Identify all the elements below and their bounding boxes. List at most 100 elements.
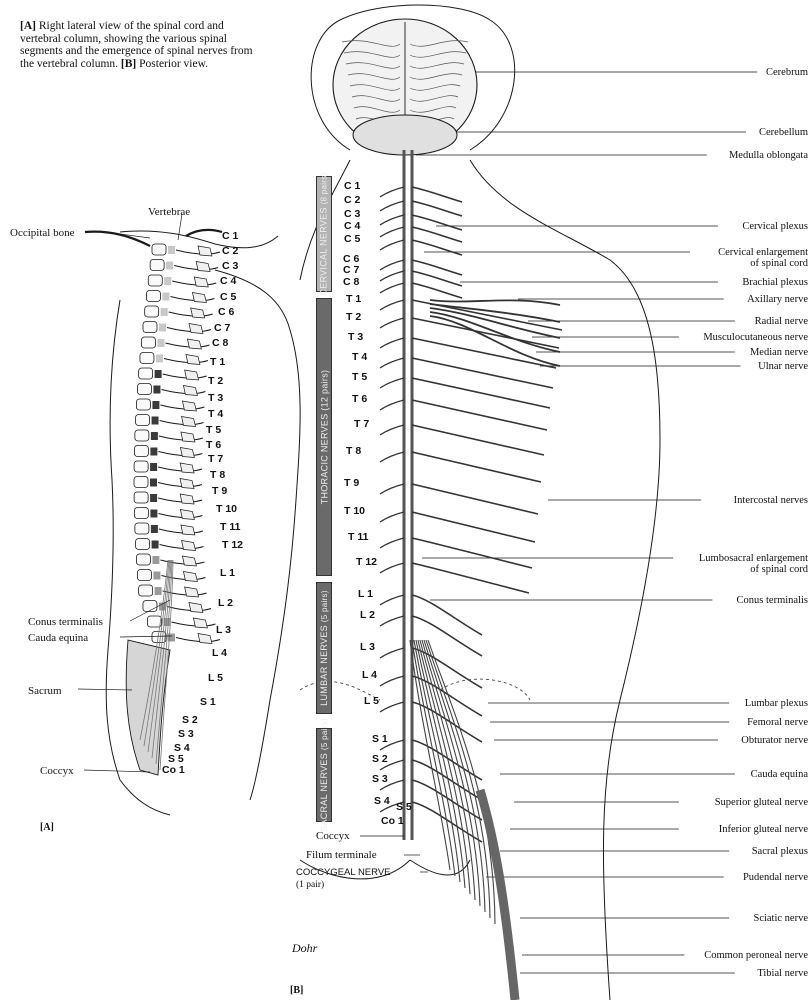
spinal-nerve (169, 312, 213, 316)
spinal-nerve (412, 187, 462, 202)
spinal-nerve (160, 405, 204, 409)
spinal-nerve (167, 328, 211, 332)
spinal-nerve (380, 538, 404, 548)
vertebra-body (134, 477, 148, 488)
vertebra-body (134, 492, 148, 503)
panel-a-seg-label: C 1 (222, 231, 238, 242)
cord-segment (162, 293, 169, 301)
spinal-nerve (380, 215, 404, 225)
panel-b-seg-label: T 11 (348, 532, 368, 543)
panel-b-seg-label: Co 1 (381, 816, 404, 827)
panel-b-seg-label: T 7 (354, 419, 369, 430)
figure-caption: [A] Right lateral view of the spinal cor… (20, 20, 260, 70)
spinal-nerve (380, 187, 404, 197)
cauda-equina-fiber (428, 640, 495, 924)
panel-b-seg-label: S 1 (372, 734, 388, 745)
vertebra-body (135, 430, 149, 441)
spinal-nerve (380, 358, 404, 368)
label-conus-terminalis-a: Conus terminalis (28, 616, 103, 628)
band-lumbar: LUMBAR NERVES (5 pairs) (316, 582, 332, 714)
spinal-nerve (380, 201, 404, 211)
spinal-nerve (380, 271, 404, 281)
panel-a-seg-label: C 4 (220, 276, 236, 287)
cord-segment (152, 401, 159, 409)
caption-b-text: Posterior view. (139, 58, 208, 70)
vertebra-body (136, 415, 150, 426)
label-cervical-plexus: Cervical plexus (742, 221, 808, 232)
panel-b-seg-label: T 9 (344, 478, 359, 489)
spinal-nerve (412, 452, 541, 482)
spinal-nerve (412, 538, 532, 568)
label-median: Median nerve (750, 347, 808, 358)
spinal-nerve (158, 498, 202, 502)
cerebellum-shape (353, 115, 457, 155)
spinous-process (183, 572, 197, 582)
label-cauda-equina: Cauda equina (751, 769, 808, 780)
vertebra-body (134, 461, 148, 472)
label-sacrum: Sacrum (28, 685, 62, 697)
label-superior-gluteal: Superior gluteal nerve (715, 797, 808, 808)
spinal-nerve (380, 452, 404, 462)
label-sacral-plexus: Sacral plexus (752, 846, 808, 857)
vertebra-body (135, 523, 149, 534)
spinal-nerve (412, 702, 482, 742)
sacrum-shape (126, 640, 170, 775)
panel-a-seg-label: C 7 (214, 323, 230, 334)
cord-segment (150, 494, 157, 502)
panel-a-seg-label: L 5 (208, 673, 223, 684)
spinal-nerve (412, 595, 482, 635)
vertebra-body (143, 322, 157, 333)
spinal-nerve (380, 260, 404, 270)
spinous-process (182, 541, 196, 551)
band-thoracic-text: THORACIC NERVES (12 pairs) (319, 370, 329, 505)
spinal-nerve (167, 607, 211, 611)
spinal-nerve (176, 250, 220, 254)
spinous-process (186, 355, 200, 365)
cord-segment (156, 355, 163, 363)
cord-segment (155, 370, 162, 378)
spinal-nerve (158, 514, 202, 518)
panel-b-seg-label: T 5 (352, 372, 367, 383)
panel-a-seg-label: S 3 (178, 729, 194, 740)
spinous-process (185, 587, 199, 597)
label-radial: Radial nerve (755, 316, 808, 327)
label-lumbar-plexus: Lumbar plexus (745, 698, 808, 709)
spinal-nerve (380, 595, 404, 605)
panel-b-seg-label: S 3 (372, 774, 388, 785)
spinal-nerve (412, 563, 529, 593)
band-sacral: SACRAL NERVES (5 pairs) (316, 728, 332, 822)
panel-a-seg-label: T 5 (206, 425, 221, 436)
panel-b-seg-label: T 8 (346, 446, 361, 457)
panel-a-seg-label: C 5 (220, 292, 236, 303)
label-cerebellum: Cerebellum (759, 127, 808, 138)
panel-a-seg-label: Co 1 (162, 765, 185, 776)
artist-signature: Dohr (292, 942, 317, 954)
cord-segment (150, 479, 157, 487)
cord-segment (153, 572, 160, 580)
spinous-process (180, 510, 194, 520)
cord-segment (166, 262, 173, 270)
vertebra-body (139, 368, 153, 379)
spinal-nerve (174, 266, 218, 270)
panel-a-seg-label: L 4 (212, 648, 227, 659)
spinous-process (182, 417, 196, 427)
label-coccygeal-sub: (1 pair) (296, 879, 324, 891)
spinal-nerve (163, 374, 207, 378)
label-pudendal: Pudendal nerve (743, 872, 808, 883)
cord-segment (164, 277, 171, 285)
panel-a-seg-label: L 3 (216, 625, 231, 636)
spinal-nerve (160, 421, 204, 425)
label-common-peroneal: Common peroneal nerve (704, 950, 808, 961)
vertebra-body (145, 306, 159, 317)
label-axillary: Axillary nerve (747, 294, 808, 305)
vertebra-body (136, 539, 150, 550)
panel-b-seg-label: T 6 (352, 394, 367, 405)
spinal-nerve (176, 638, 220, 642)
panel-a-seg-label: C 8 (212, 338, 228, 349)
spinal-nerve (412, 215, 462, 230)
band-lumbar-text: LUMBAR NERVES (319, 625, 329, 706)
panel-a-seg-label: T 1 (210, 357, 225, 368)
panel-a-seg-label: C 2 (222, 246, 238, 257)
panel-b-seg-label: L 2 (360, 610, 375, 621)
panel-a-seg-label: T 6 (206, 440, 221, 451)
